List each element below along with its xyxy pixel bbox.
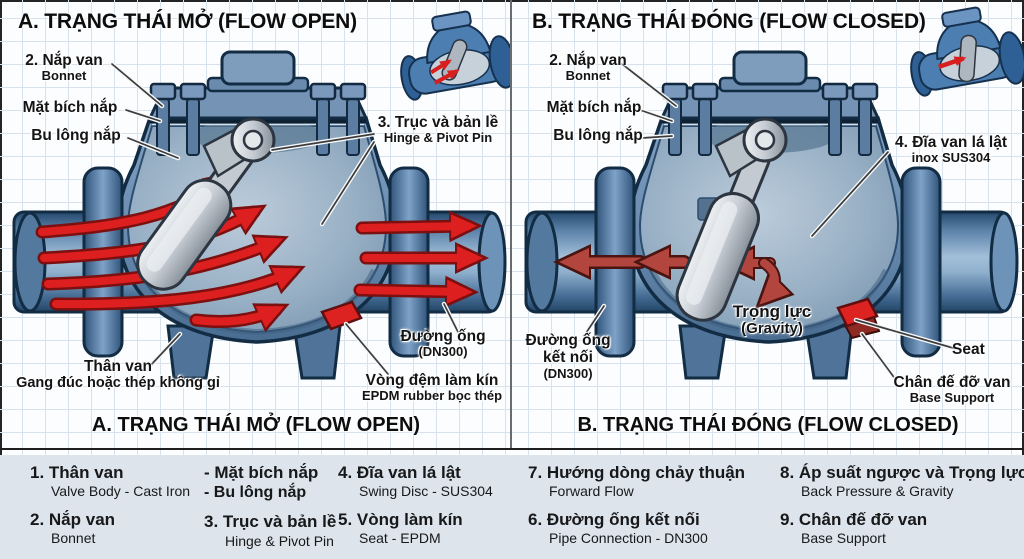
panel-flow-open: A. TRẠNG THÁI MỞ (FLOW OPEN) 2. Nắp van … [0,0,512,450]
legend-separator-line [0,448,1024,450]
label-bonnet-a: 2. Nắp van Bonnet [25,52,103,84]
inset-valve-closed-3d [910,6,1024,97]
panel-a-title: A. TRẠNG THÁI MỞ (FLOW OPEN) [18,10,357,33]
label-seal-ring: Vòng đệm làm kín EPDM rubber bọc thép [361,372,503,404]
leader-lines [109,61,461,377]
valve-cross-section-closed-illustration [524,6,1024,383]
label-bonnet-bolts-b: Bu lông nắp [553,127,643,144]
legend-band: 1. Thân van Valve Body - Cast Iron 2. Nắ… [0,455,1024,559]
label-pipe-a: Đường ống (DN300) [400,328,486,360]
seat-ring [836,297,879,328]
label-bonnet-flange-a: Mặt bích nắp [22,99,118,116]
legend-item: 2. Nắp van Bonnet [30,509,116,547]
legend-column-2: - Mặt bích nắp - Bu lông nắp 3. Trục và … [204,463,346,559]
legend-column-5: 8. Áp suất ngược và Trọng lực Back Press… [780,463,1024,557]
label-swing-disc: 4. Đĩa van lá lật inox SUS304 [895,134,1007,166]
hinge-and-swing-disc-open [136,117,276,291]
label-bonnet-flange-b: Mặt bích nắp [546,99,642,116]
legend-item: 5. Vòng làm kín Seat - EPDM [338,509,463,547]
legend-column-3: 4. Đĩa van lá lật Swing Disc - SUS304 5.… [338,463,530,557]
valve-cross-section-open-illustration [12,10,512,380]
label-pipe-connection: Đường ống kết nối (DN300) [525,332,611,381]
legend-column-4: 7. Hướng dòng chảy thuận Forward Flow 6.… [528,463,776,557]
bonnet-bolts [661,82,879,156]
panel-b-caption: B. TRẠNG THÁI ĐÓNG (FLOW CLOSED) [577,414,959,436]
inset-valve-open-3d [400,10,512,101]
panel-divider [510,0,512,450]
label-hinge-pivot: 3. Trục và bản lề Hinge & Pivot Pin [377,114,499,146]
label-bonnet-bolts-a: Bu lông nắp [31,127,121,144]
legend-item: 6. Đường ống kết nối Pipe Connection - D… [528,509,708,547]
panel-a-caption: A. TRẠNG THÁI MỞ (FLOW OPEN) [91,414,421,436]
label-seat: Seat [952,341,985,358]
legend-item: 1. Thân van Valve Body - Cast Iron [30,463,191,500]
label-gravity: Trọng lực (Gravity) [732,302,812,338]
seat-ring [320,300,363,331]
legend-item: - Mặt bích nắp - Bu lông nắp [204,463,319,502]
leader-lines [581,61,963,383]
legend-item: 4. Đĩa van lá lật Swing Disc - SUS304 [338,463,493,500]
legend-item: 8. Áp suất ngược và Trọng lực Back Press… [780,463,1024,500]
label-base-support: Chân đế đỡ van Base Support [893,374,1011,406]
panel-flow-closed: B. TRẠNG THÁI ĐÓNG (FLOW CLOSED) 2. Nắp … [512,0,1024,450]
legend-item: 7. Hướng dòng chảy thuận Forward Flow [528,463,746,500]
forward-flow-arrows [35,171,489,333]
legend-item: 3. Trục và bản lề Hinge & Pivot Pin [204,512,337,549]
panel-b-title: B. TRẠNG THÁI ĐÓNG (FLOW CLOSED) [532,10,926,33]
hinge-and-swing-disc-closed [675,117,788,322]
label-bonnet-b: 2. Nắp van Bonnet [549,52,627,84]
legend-column-1: 1. Thân van Valve Body - Cast Iron 2. Nắ… [30,463,208,557]
label-valve-body: Thân van Gang đúc hoặc thép không gỉ [16,358,220,392]
legend-item: 9. Chân đế đỡ van Base Support [780,509,928,547]
